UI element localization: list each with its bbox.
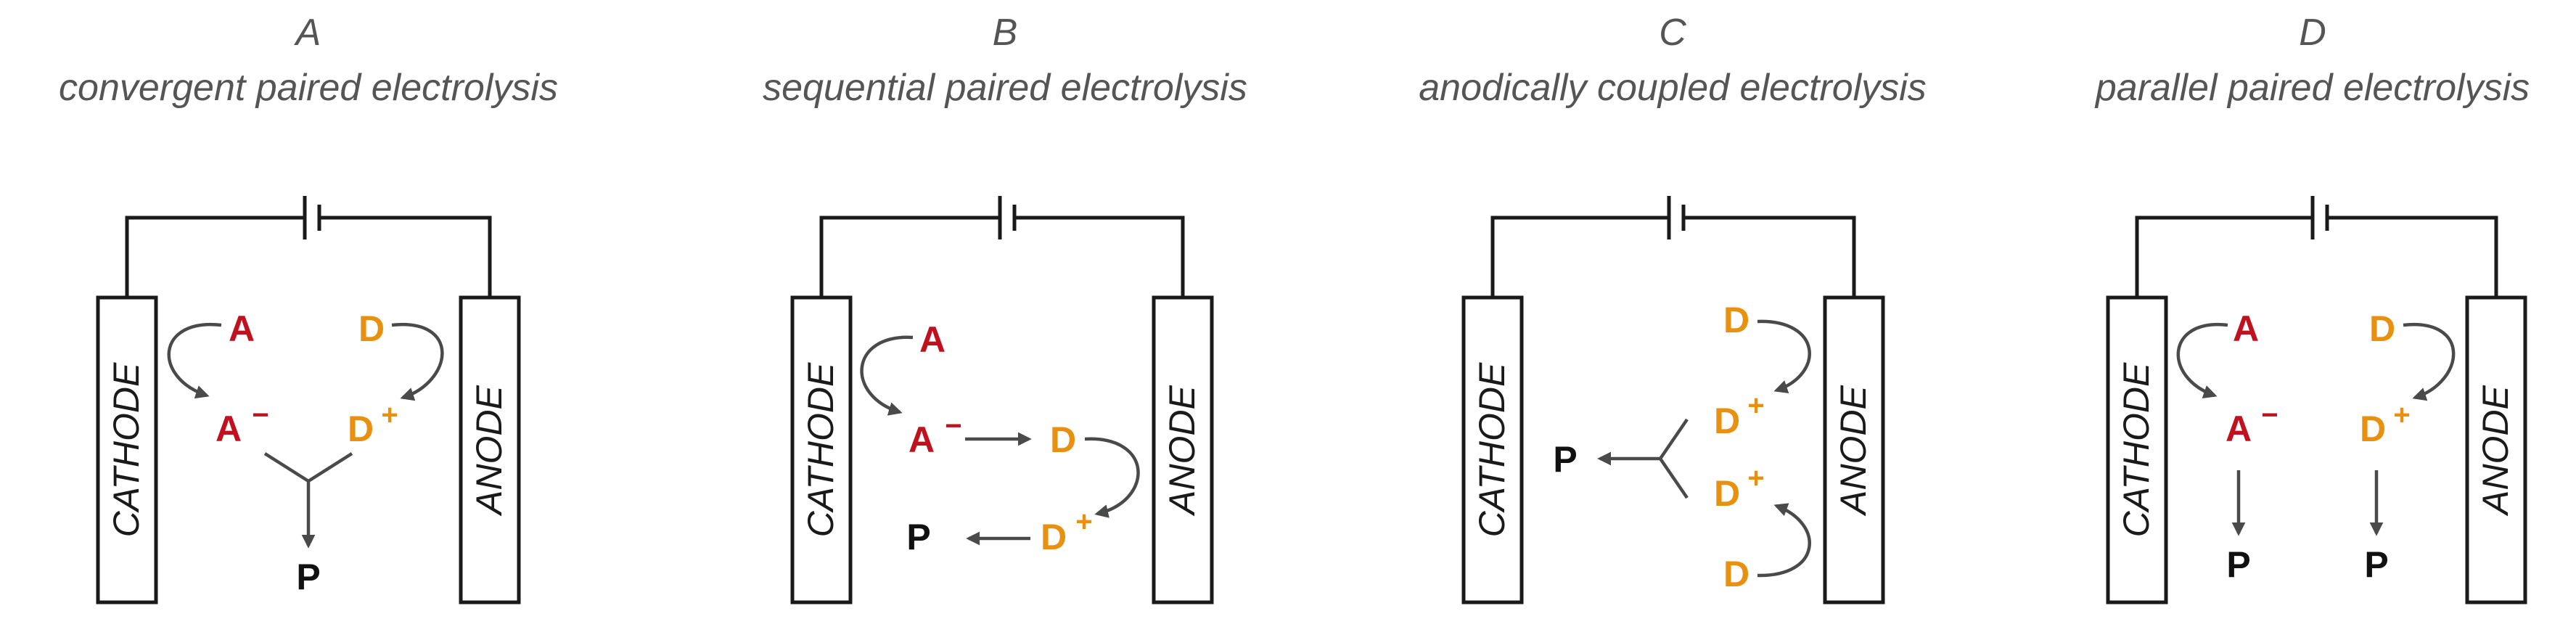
panel-d-species-a-radical-anion: A [2226,409,2252,449]
panel-b-cathode [790,295,853,604]
panel-a: A convergent paired electrolysis CATHODE… [59,12,558,604]
panel-b-species-d-radical-cation: D [1041,517,1067,557]
panel-c: C anodically coupled electrolysis CATHOD… [1419,12,1927,604]
panel-b-title: sequential paired electrolysis [763,67,1247,109]
panel-d-anode [2465,295,2527,604]
panel-d-letter: D [2299,12,2326,54]
panel-d-species-product-right: P [2364,544,2388,585]
panel-d-anode-label: ANODE [2475,385,2516,516]
panel-a-letter: A [294,12,321,54]
panel-d-species-product-left: P [2226,544,2250,585]
panel-c-circuit [1490,196,1856,298]
panel-a-anode-label: ANODE [469,385,509,516]
panel-c-charge-plus-lower: + [1747,462,1764,494]
panel-c-anode [1823,295,1885,604]
panel-d-cathode-label: CATHODE [2116,362,2157,537]
panel-a-cathode [96,295,158,604]
panel-b: B sequential paired electrolysis CATHODE… [763,12,1247,604]
panel-a-anode [459,295,521,604]
panel-b-oxidation-arrow [1084,437,1140,518]
panel-d-wire [2135,216,2498,298]
panel-c-oxidation-arrow-bottom [1757,503,1811,578]
panel-a-reduction-arrow [167,322,222,399]
panel-a-charge-minus: − [252,399,268,431]
panel-a-species-product: P [296,557,320,597]
panel-a-title: convergent paired electrolysis [59,67,558,109]
panel-a-cathode-label: CATHODE [106,362,147,537]
panel-b-circuit [819,196,1185,298]
panel-b-species-d: D [1050,419,1076,460]
panel-a-charge-plus: + [381,399,398,431]
panel-c-species-d-top: D [1723,300,1750,340]
panel-d-species-a: A [2233,308,2259,349]
panel-c-anode-label: ANODE [1833,385,1874,516]
panel-c-wire [1490,216,1856,298]
panel-c-coupling-branch [1658,418,1689,499]
panel-a-circuit [125,196,492,298]
panel-d-cathode [2106,295,2168,604]
panel-c-species-product: P [1553,439,1577,480]
panel-a-species-d: D [358,308,385,349]
panel-b-reduction-arrow [860,335,914,416]
panel-b-charge-plus: + [1075,506,1092,538]
panel-d-title: parallel paired electrolysis [2094,67,2530,109]
panel-a-oxidation-arrow [391,322,444,401]
panel-a-species-d-radical-cation: D [348,409,374,449]
panel-c-species-d-bottom: D [1723,554,1750,594]
panel-b-wire [819,216,1185,298]
panel-b-anode [1152,295,1214,604]
panel-b-species-a: A [919,319,946,360]
panel-c-charge-plus-upper: + [1747,390,1764,422]
panel-a-species-a-radical-anion: A [216,409,242,449]
panel-b-species-a-radical-anion: A [908,419,935,460]
panel-b-anode-label: ANODE [1162,385,1202,516]
panel-c-oxidation-arrow-top [1757,319,1811,394]
panel-d-circuit [2135,196,2498,298]
panel-b-charge-minus: − [945,410,961,442]
panel-b-cathode-label: CATHODE [800,362,841,537]
panel-d-charge-plus: + [2393,399,2410,431]
panel-c-title: anodically coupled electrolysis [1419,67,1927,109]
panel-a-convergence-branch [263,452,353,483]
panel-a-wire [125,216,492,298]
panel-d-species-d-radical-cation: D [2360,409,2386,449]
panel-c-species-d-cation-lower: D [1714,473,1740,514]
panel-d-species-d: D [2369,308,2395,349]
panel-c-species-d-cation-upper: D [1714,401,1740,441]
panel-d-oxidation-arrow [2403,322,2456,401]
panel-d-reduction-arrow [2176,322,2228,398]
panel-a-species-a: A [229,308,255,349]
panel-b-letter: B [993,12,1018,54]
panel-c-letter: C [1659,12,1686,54]
panel-d: D parallel paired electrolysis CATHODE A… [2094,12,2530,604]
panel-c-cathode-label: CATHODE [1472,362,1512,537]
panel-d-charge-minus: − [2261,399,2278,431]
panel-c-cathode [1461,295,1524,604]
panel-b-species-product: P [906,517,930,557]
